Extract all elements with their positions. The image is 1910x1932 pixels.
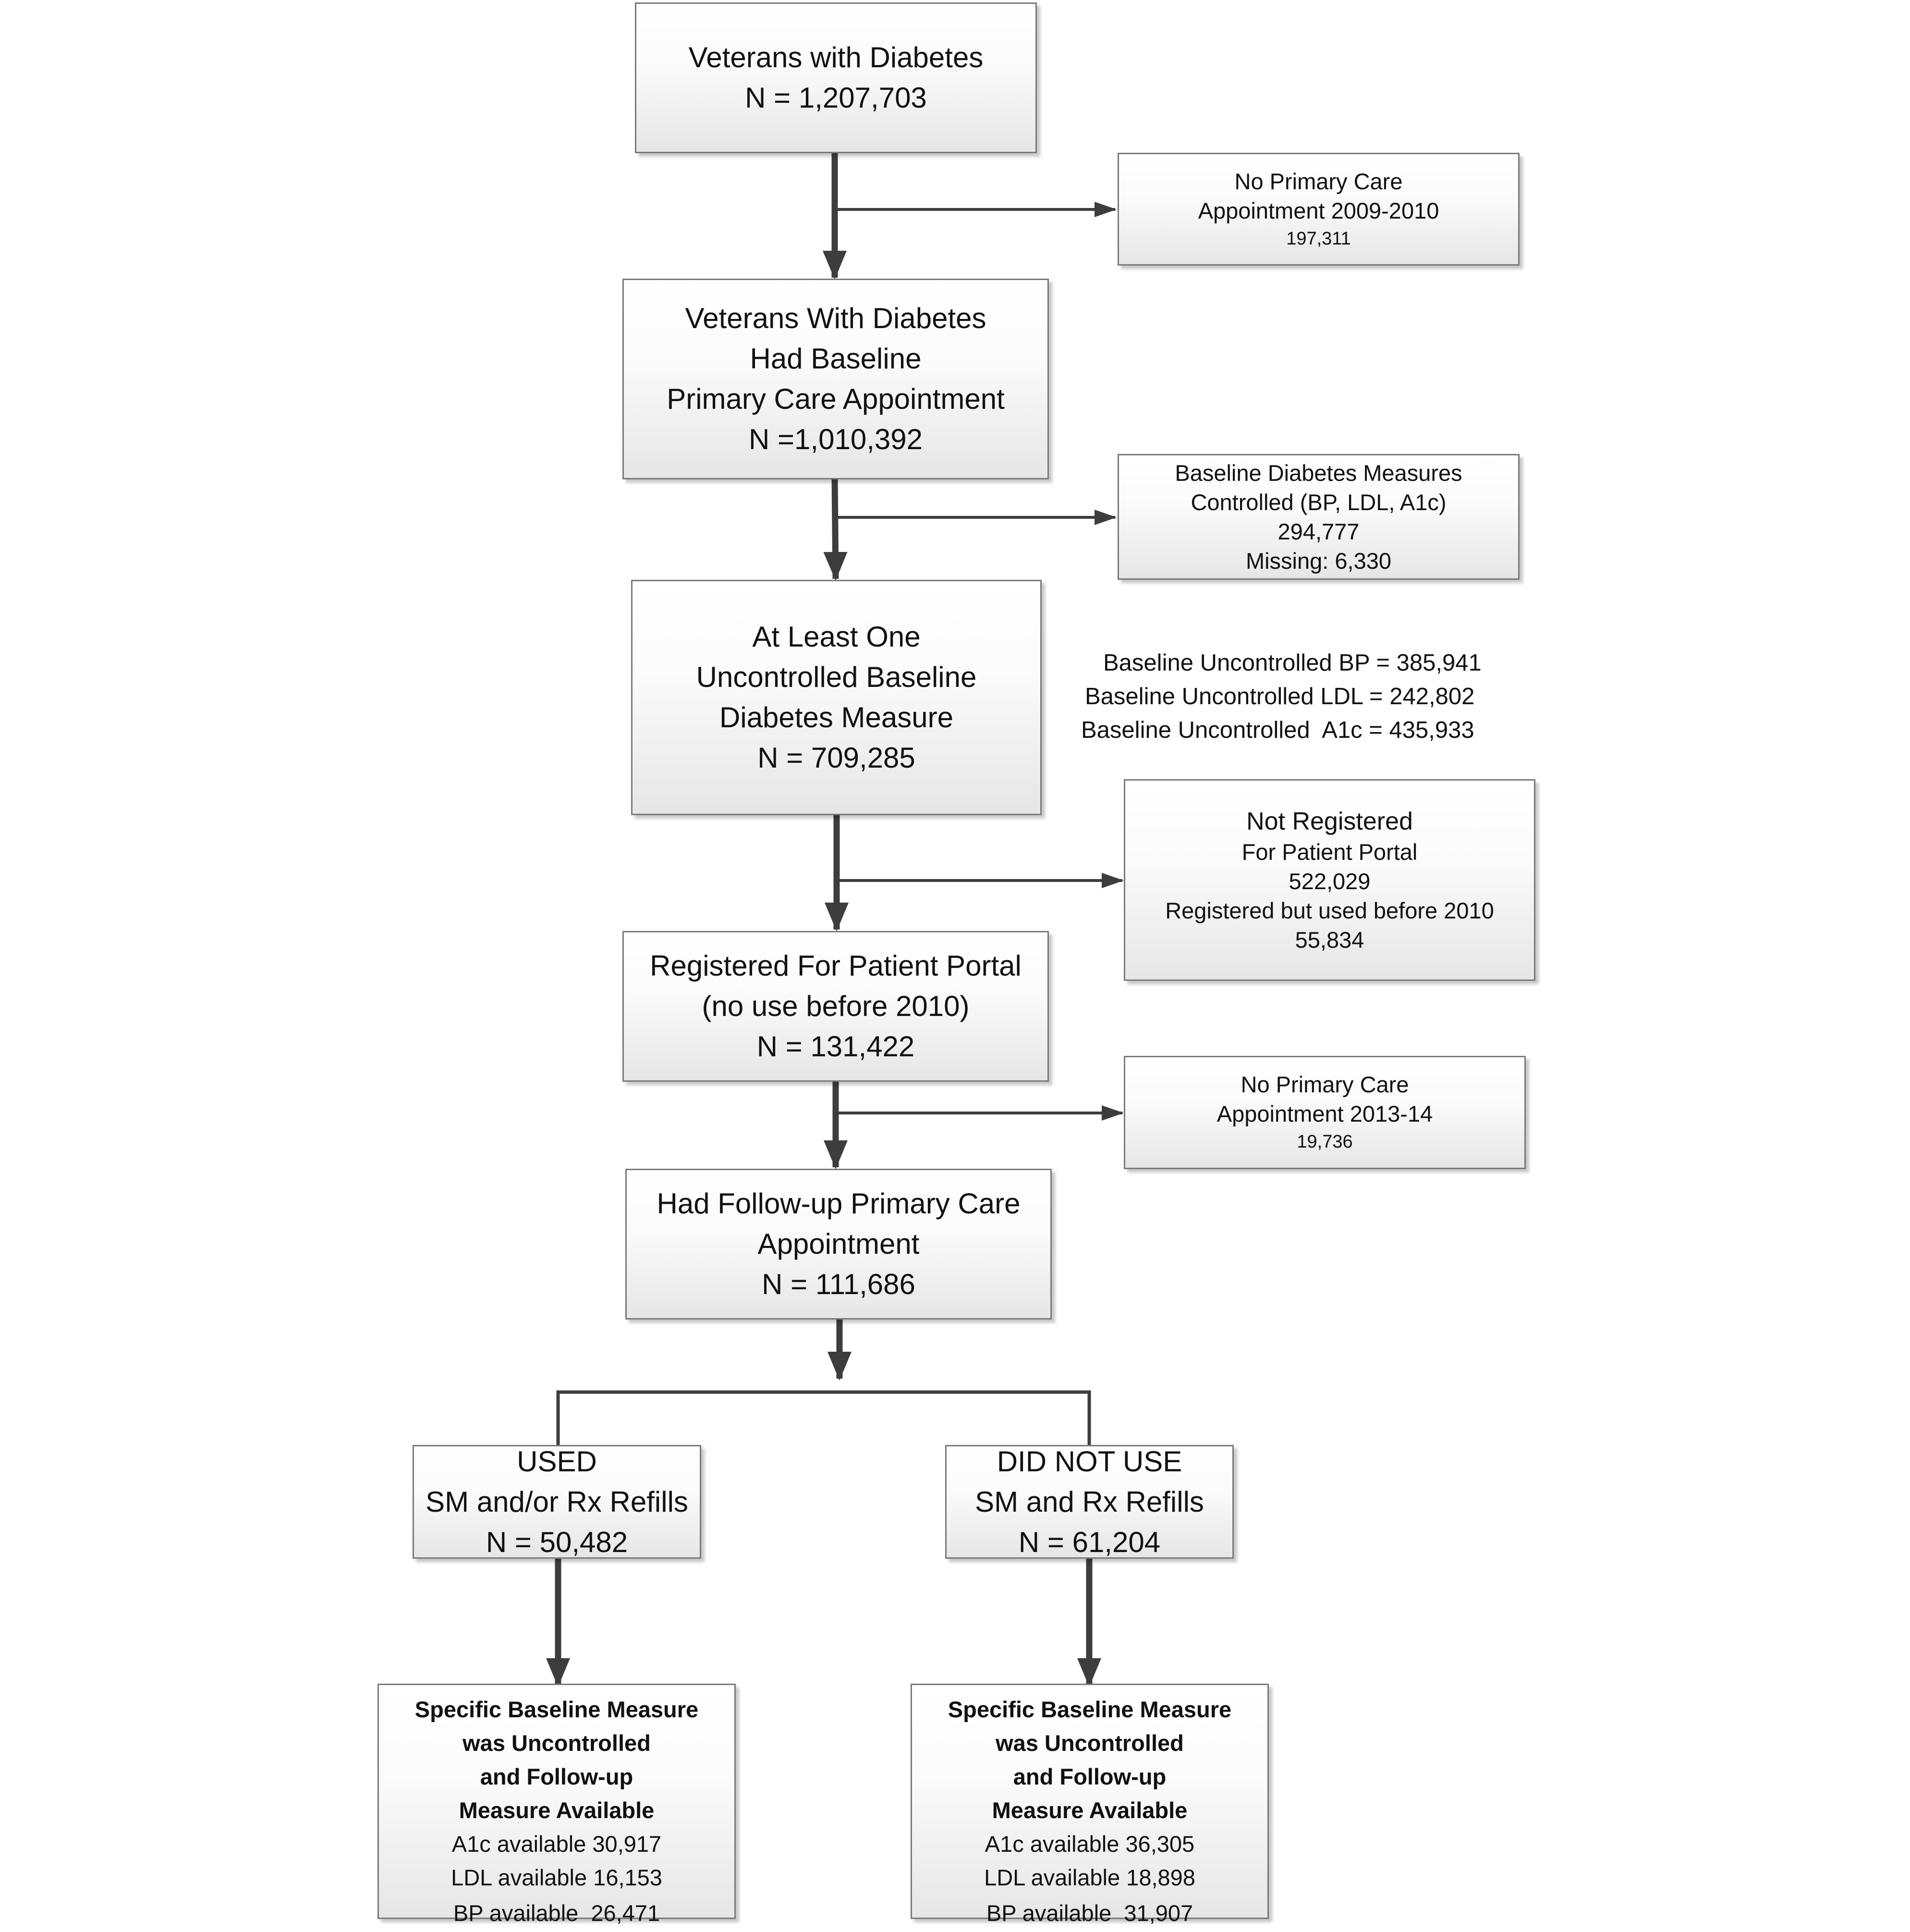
arrow-b2-b3 <box>823 477 848 581</box>
box-line: Controlled (BP, LDL, A1c) <box>1191 489 1447 515</box>
box-count: N = 50,482 <box>486 1526 628 1558</box>
box-count: N = 61,204 <box>1018 1526 1161 1558</box>
box-line: USED <box>517 1445 597 1478</box>
results-heading: Measure Available <box>459 1797 655 1823</box>
box-line: Had Baseline <box>750 342 922 375</box>
a1c-available: A1c available 30,917 <box>451 1831 662 1857</box>
baseline-measures-controlled-box: Baseline Diabetes Measures Controlled (B… <box>1118 454 1520 580</box>
baseline-primary-care-box: Veterans With Diabetes Had Baseline Prim… <box>622 279 1049 479</box>
used-sm-rx-box: USED SM and/or Rx Refills N = 50,482 <box>413 1445 701 1559</box>
results-heading: was Uncontrolled <box>996 1730 1184 1756</box>
box-count: 294,777 <box>1277 519 1360 544</box>
box-line: At Least One <box>752 621 921 653</box>
box-count: 55,834 <box>1295 927 1364 953</box>
follow-up-primary-care-box: Had Follow-up Primary Care Appointment N… <box>625 1169 1052 1320</box>
box-line: SM and/or Rx Refills <box>426 1485 688 1518</box>
box-line: No Primary Care <box>1234 168 1403 194</box>
ldl-available: LDL available 18,898 <box>984 1865 1195 1890</box>
did-not-use-sm-rx-box: DID NOT USE SM and Rx Refills N = 61,204 <box>945 1445 1234 1559</box>
box-count: N =1,010,392 <box>749 423 923 455</box>
box-line: Veterans with Diabetes <box>688 41 984 73</box>
box-line: For Patient Portal <box>1241 839 1418 865</box>
bp-available: BP available 31,907 <box>986 1900 1193 1926</box>
bp-available: BP available 26,471 <box>453 1900 660 1926</box>
results-heading: and Follow-up <box>1013 1764 1167 1789</box>
box-line: Had Follow-up Primary Care <box>657 1187 1021 1220</box>
box-line: DID NOT USE <box>997 1445 1182 1478</box>
box-count: 197,311 <box>1286 228 1351 249</box>
box-count: 19,736 <box>1297 1132 1353 1152</box>
box-line: Not Registered <box>1246 807 1413 835</box>
box-count: N = 131,422 <box>756 1030 915 1063</box>
box-line: Missing: 6,330 <box>1245 548 1392 574</box>
box-count: 522,029 <box>1289 868 1371 894</box>
uncontrolled-baseline-measure-box: At Least One Uncontrolled Baseline Diabe… <box>631 580 1042 815</box>
results-heading: was Uncontrolled <box>462 1730 651 1756</box>
box-line: SM and Rx Refills <box>975 1485 1204 1518</box>
box-count: N = 709,285 <box>757 742 915 774</box>
box-line: Veterans With Diabetes <box>685 302 986 334</box>
box-line: Appointment 2013-14 <box>1217 1101 1433 1126</box>
box-line: Baseline Diabetes Measures <box>1175 460 1462 486</box>
uncontrolled-a1c-note: Baseline Uncontrolled A1c = 435,933 <box>1081 717 1474 743</box>
box-line: Appointment 2009-2010 <box>1198 197 1439 223</box>
box-line: Appointment <box>757 1228 920 1260</box>
uncontrolled-ldl-note: Baseline Uncontrolled LDL = 242,802 <box>1085 684 1475 709</box>
no-primary-care-2013-14-box: No Primary Care Appointment 2013-14 19,7… <box>1124 1056 1526 1169</box>
results-heading: and Follow-up <box>480 1764 633 1789</box>
results-heading: Specific Baseline Measure <box>414 1697 699 1722</box>
box-count: N = 1,207,703 <box>745 82 927 114</box>
results-heading: Specific Baseline Measure <box>948 1697 1232 1722</box>
no-primary-care-2009-2010-box: No Primary Care Appointment 2009-2010 19… <box>1118 153 1520 266</box>
box-line: (no use before 2010) <box>702 990 970 1022</box>
box-line: Registered but used before 2010 <box>1165 898 1494 923</box>
results-heading: Measure Available <box>992 1797 1188 1823</box>
box-line: Diabetes Measure <box>719 701 953 734</box>
uncontrolled-bp-note: Baseline Uncontrolled BP = 385,941 <box>1103 650 1482 676</box>
used-results-box: Specific Baseline Measure was Uncontroll… <box>377 1684 736 1926</box>
box-line: Primary Care Appointment <box>667 383 1005 415</box>
ldl-available: LDL available 16,153 <box>451 1865 662 1890</box>
a1c-available: A1c available 36,305 <box>985 1831 1195 1857</box>
box-count: N = 111,686 <box>762 1268 915 1300</box>
box-line: No Primary Care <box>1241 1072 1409 1097</box>
box-line: Uncontrolled Baseline <box>696 661 977 693</box>
box-line: Registered For Patient Portal <box>650 950 1022 982</box>
veterans-with-diabetes-box: Veterans with Diabetes N = 1,207,703 <box>635 2 1037 153</box>
not-registered-portal-box: Not Registered For Patient Portal 522,02… <box>1124 779 1535 981</box>
split-bracket <box>556 1390 1091 1446</box>
registered-patient-portal-box: Registered For Patient Portal (no use be… <box>622 931 1049 1082</box>
did-not-use-results-box: Specific Baseline Measure was Uncontroll… <box>911 1684 1269 1926</box>
